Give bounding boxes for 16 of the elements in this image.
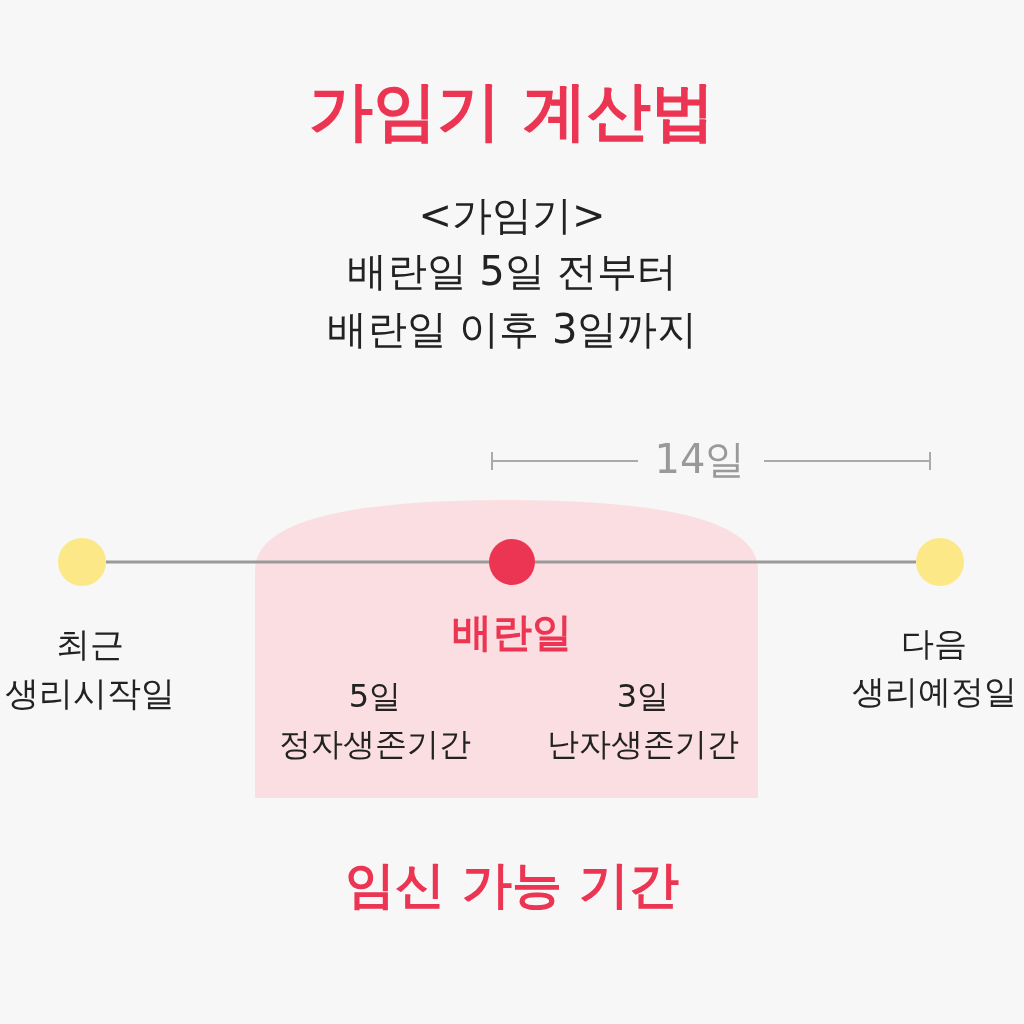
timeline-dot bbox=[58, 538, 106, 586]
subtitle: 배란일 5일 전부터 bbox=[345, 247, 679, 296]
period-label: 3일 난자생존기간 bbox=[546, 676, 740, 765]
fertile-window-band bbox=[255, 500, 758, 798]
timeline-line bbox=[535, 560, 916, 564]
dimension-label: 14일 bbox=[653, 435, 747, 484]
subtitle: <가임기> bbox=[417, 191, 607, 240]
timeline-dot bbox=[916, 538, 964, 586]
dot-label: 다음 생리예정일 bbox=[850, 623, 1018, 713]
window-caption: 임신 가능 기간 bbox=[343, 855, 681, 916]
dot-label: 배란일 bbox=[451, 608, 573, 657]
period-label: 5일 정자생존기간 bbox=[278, 676, 472, 765]
dot-label: 최근 생리시작일 bbox=[4, 623, 176, 716]
title: 가임기 계산법 bbox=[307, 73, 717, 150]
subtitle: 배란일 이후 3일까지 bbox=[325, 305, 699, 354]
timeline-line bbox=[106, 560, 489, 564]
